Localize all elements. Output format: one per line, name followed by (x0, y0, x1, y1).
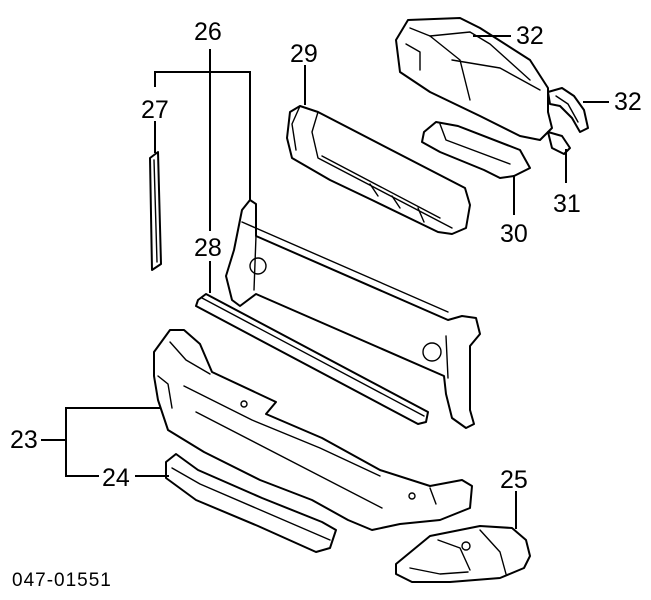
callout-27: 27 (141, 96, 169, 124)
callout-25: 25 (500, 466, 528, 494)
part-32-side-seal (547, 87, 589, 133)
callout-28: 28 (194, 234, 222, 262)
callout-26: 26 (194, 18, 222, 46)
callout-31: 31 (553, 190, 581, 218)
part-26-support-panel (225, 199, 481, 429)
callout-29: 29 (290, 40, 318, 68)
diagram-code: 047-01551 (12, 570, 112, 591)
callout-30: 30 (500, 220, 528, 248)
part-27-seal-strip (149, 151, 162, 271)
callout-23: 23 (10, 426, 38, 454)
part-23-lower-carrier (153, 329, 473, 531)
callout-32-upper: 32 (516, 22, 544, 50)
part-24-bottom-rail (165, 453, 337, 553)
part-28-seal-strip (195, 293, 429, 425)
callout-24: 24 (102, 464, 130, 492)
leader-lines (41, 35, 609, 529)
part-29-air-duct (286, 105, 471, 235)
callout-32-side: 32 (614, 88, 642, 116)
part-32-upper-duct (395, 17, 553, 141)
part-25-lower-guide (395, 525, 531, 583)
leader-23 (41, 407, 161, 477)
callout-labels: 26 27 28 29 32 32 31 30 23 24 25 047-015… (10, 18, 642, 591)
leader-26 (154, 49, 251, 201)
